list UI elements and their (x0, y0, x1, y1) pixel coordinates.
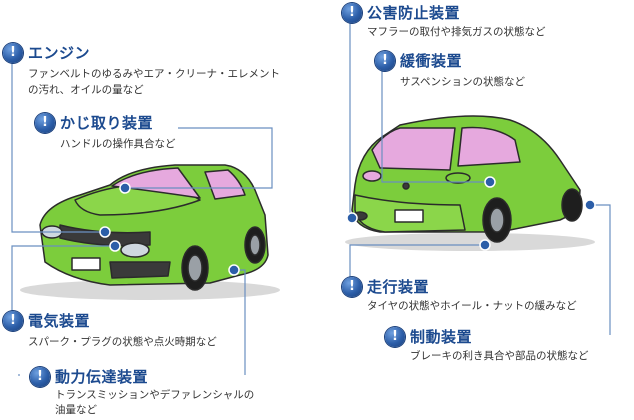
label-suspension: ! 緩衝装置 サスペンションの状態など (375, 50, 525, 90)
leader-lines (11, 15, 611, 376)
label-desc-line: の汚れ、オイルの量など (28, 84, 144, 96)
label-title: 走行装置 (367, 278, 430, 296)
label-desc-line: マフラーの取付や排気ガスの状態など (367, 26, 546, 38)
label-desc-line: トランスミッションやデファレンシャルの (55, 389, 255, 401)
label-steering: ! かじ取り装置 ハンドルの操作具合など (35, 112, 176, 152)
info-icon: ! (375, 50, 395, 71)
label-title: 公害防止装置 (367, 4, 461, 22)
info-icon: ! (342, 276, 362, 297)
label-braking: ! 制動装置 ブレーキの利き具合や部品の状態など (385, 326, 589, 364)
label-engine: ! エンジン ファンベルトのゆるみやエア・クリーナ・エレメント の汚れ、オイルの… (3, 42, 280, 98)
label-desc-line: ブレーキの利き具合や部品の状態など (410, 350, 589, 362)
info-icon: ! (3, 310, 23, 331)
label-title: エンジン (28, 44, 91, 62)
info-icon: ! (342, 2, 362, 23)
info-icon: ! (30, 366, 50, 387)
info-icon: ! (35, 112, 55, 133)
label-title: 電気装置 (28, 312, 91, 330)
point-markers (99, 176, 596, 276)
label-electrical: ! 電気装置 スパーク・プラグの状態や点火時期など (3, 310, 217, 350)
info-icon: ! (385, 326, 405, 347)
label-desc-line: サスペンションの状態など (400, 76, 526, 88)
front-car-illustration (20, 164, 280, 300)
rear-car-illustration (345, 115, 595, 251)
label-desc-line: 油量など (55, 404, 97, 416)
label-title: 緩衝装置 (400, 52, 463, 70)
label-desc-line: ハンドルの操作具合など (60, 138, 176, 150)
label-desc-line: ファンベルトのゆるみやエア・クリーナ・エレメント (28, 68, 280, 80)
label-title: かじ取り装置 (60, 114, 154, 132)
label-desc-line: スパーク・プラグの状態や点火時期など (28, 336, 217, 348)
label-title: 制動装置 (410, 328, 473, 346)
label-emission: ! 公害防止装置 マフラーの取付や排気ガスの状態など (342, 2, 546, 40)
label-desc-line: タイヤの状態やホイール・ナットの緩みなど (367, 300, 577, 312)
label-title: 動力伝達装置 (55, 368, 149, 386)
label-running-gear: ! 走行装置 タイヤの状態やホイール・ナットの緩みなど (342, 276, 577, 314)
info-icon: ! (3, 42, 23, 63)
label-transmission: ! 動力伝達装置 トランスミッションやデファレンシャルの 油量など (30, 366, 254, 418)
